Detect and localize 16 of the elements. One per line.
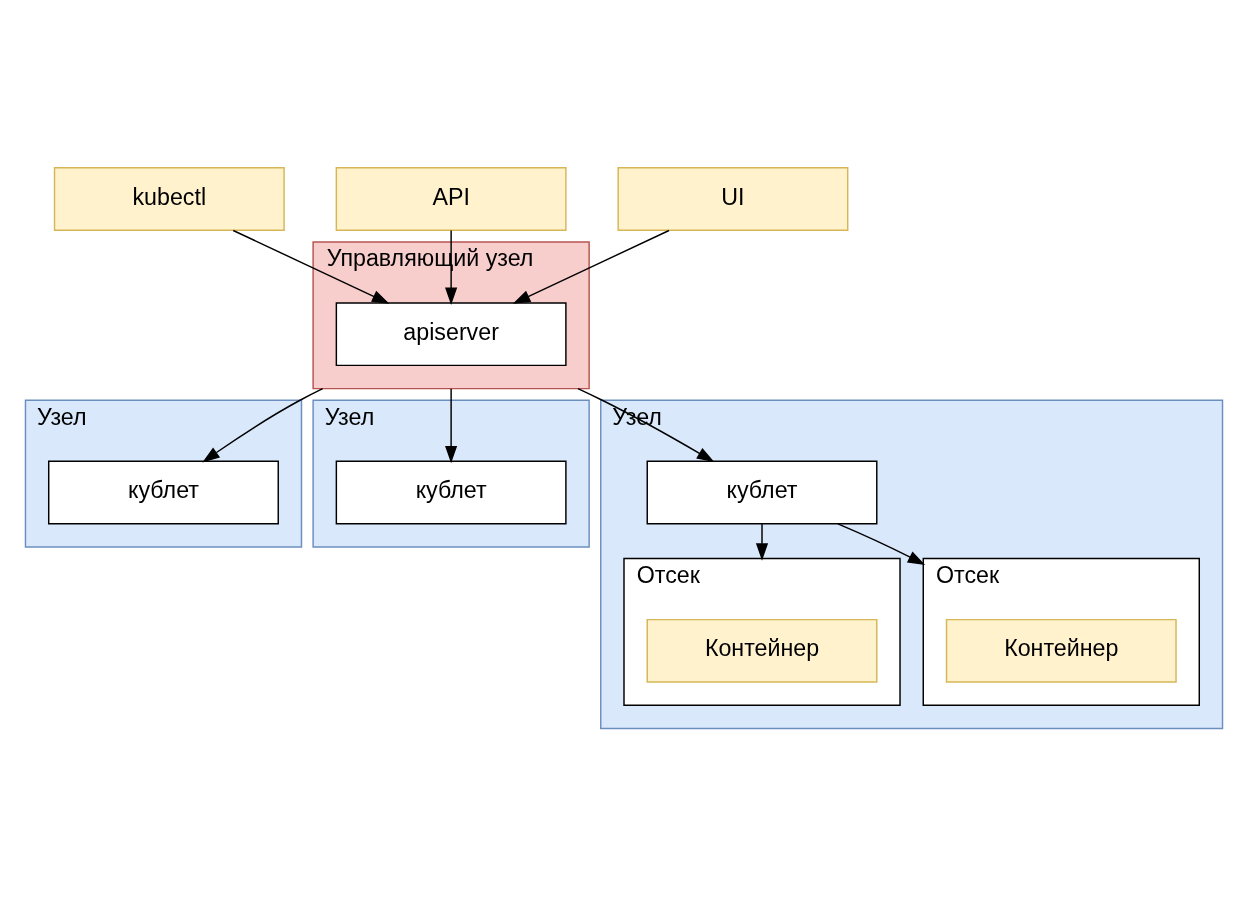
arrow [445, 387, 458, 463]
node-box: UI [617, 166, 849, 231]
node-box: кублет [48, 460, 279, 524]
node-box: Контейнер [945, 618, 1177, 683]
arrow [837, 522, 926, 565]
arrow [232, 229, 390, 304]
arrow [512, 229, 670, 304]
node-box: кублет [646, 460, 878, 524]
arrow [577, 387, 715, 462]
node-box: kubectl [53, 166, 285, 231]
node-box: API [335, 166, 567, 231]
arrow [755, 522, 769, 561]
arrow [202, 387, 324, 462]
node-box: кублет [335, 460, 567, 524]
node-box: Контейнер [646, 618, 878, 683]
node-box: apiserver [335, 301, 567, 366]
